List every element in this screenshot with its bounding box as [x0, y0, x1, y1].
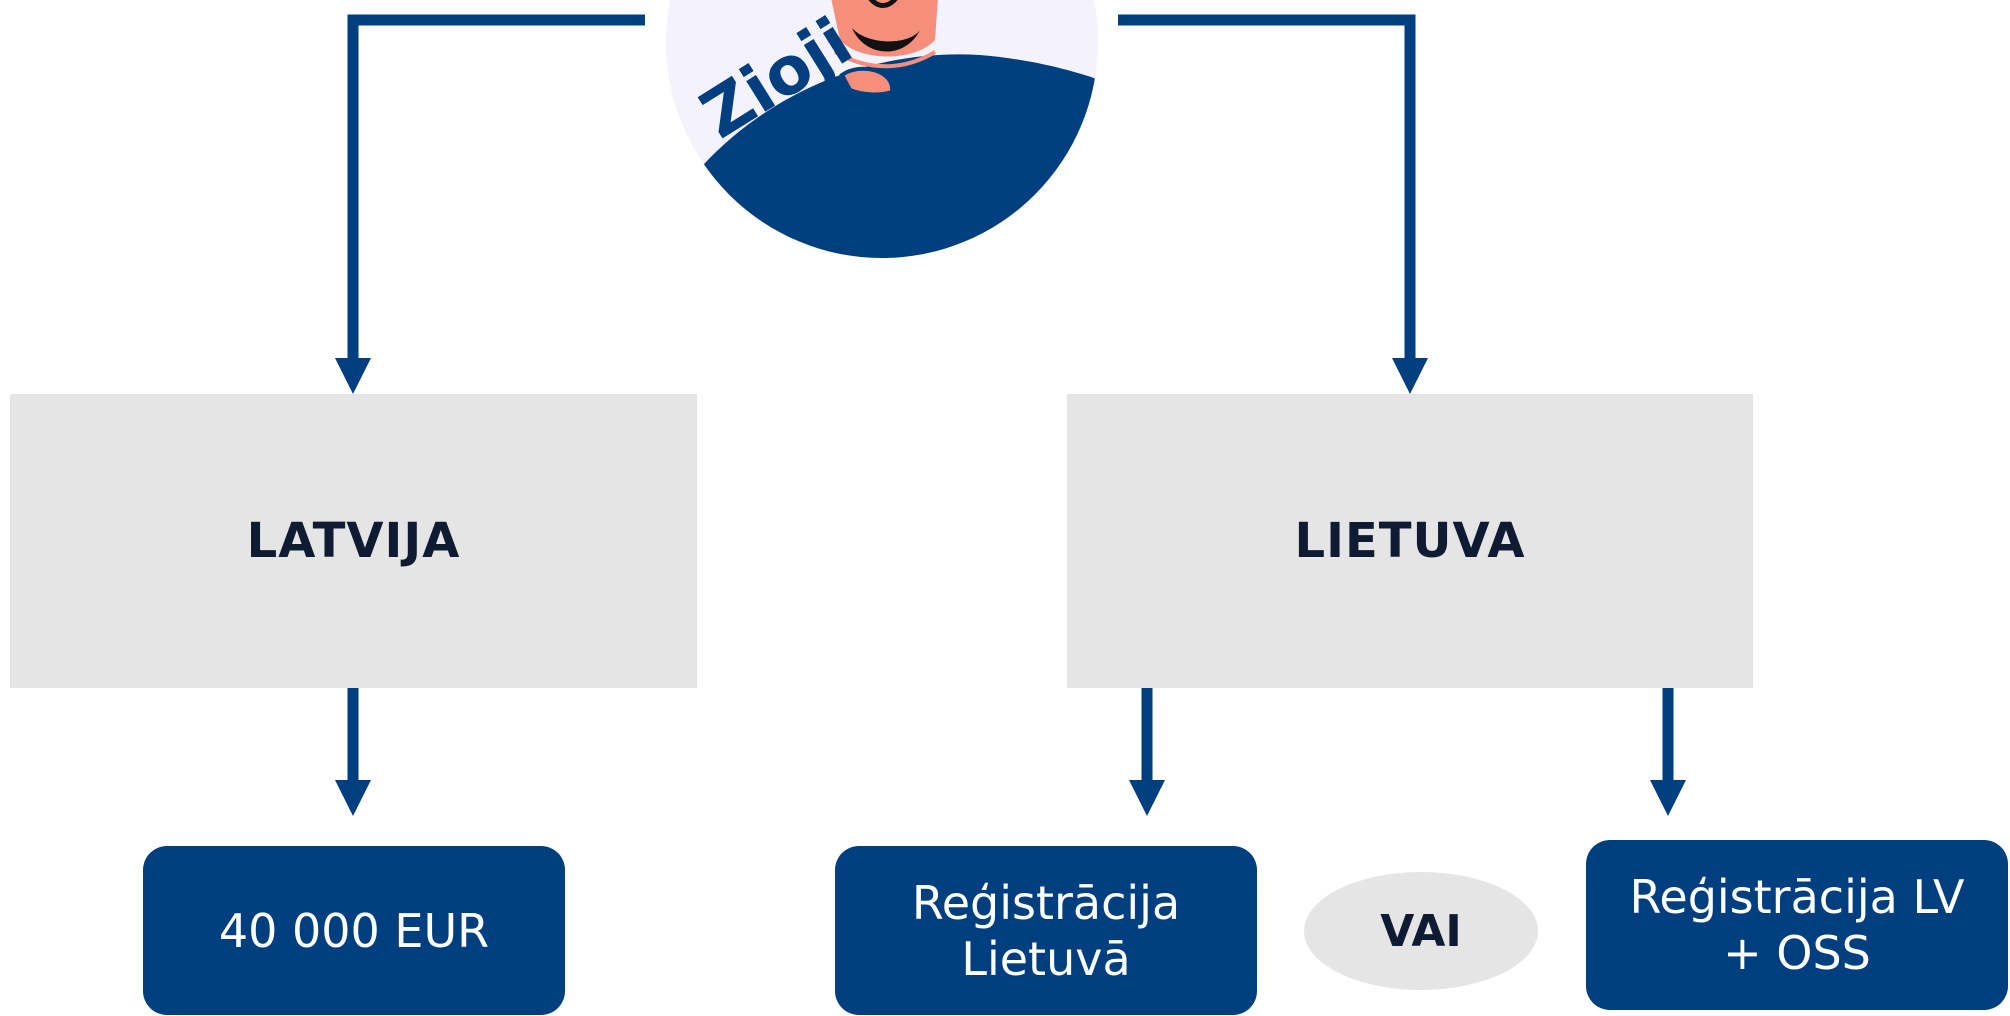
country-label-lietuva: LIETUVA: [1294, 513, 1526, 569]
arrow-lietuva-to-registration-lv-oss: [1650, 688, 1686, 816]
or-connector-badge: VAI: [1304, 872, 1538, 990]
arrow-avatar-to-latvija: [335, 14, 645, 394]
result-box-registration-lv-oss: Reģistrācija LV + OSS: [1586, 840, 2008, 1010]
result-text-threshold: 40 000 EUR: [218, 903, 490, 958]
arrow-avatar-to-lietuva: [1118, 14, 1428, 394]
country-label-latvija: LATVIJA: [246, 513, 461, 569]
result-box-registration-lt: Reģistrācija Lietuvā: [835, 846, 1257, 1015]
result-box-threshold: 40 000 EUR: [143, 846, 565, 1015]
country-box-lietuva: LIETUVA: [1067, 394, 1753, 688]
result-text-registration-lt: Reģistrācija Lietuvā: [911, 875, 1181, 986]
result-text-registration-lv-oss: Reģistrācija LV + OSS: [1629, 870, 1965, 980]
country-box-latvija: LATVIJA: [10, 394, 697, 688]
person-avatar-icon: Zioji: [666, 0, 1098, 258]
arrow-lietuva-to-registration-lt: [1129, 688, 1165, 816]
arrow-latvija-to-threshold: [335, 688, 371, 816]
or-label: VAI: [1380, 905, 1462, 957]
